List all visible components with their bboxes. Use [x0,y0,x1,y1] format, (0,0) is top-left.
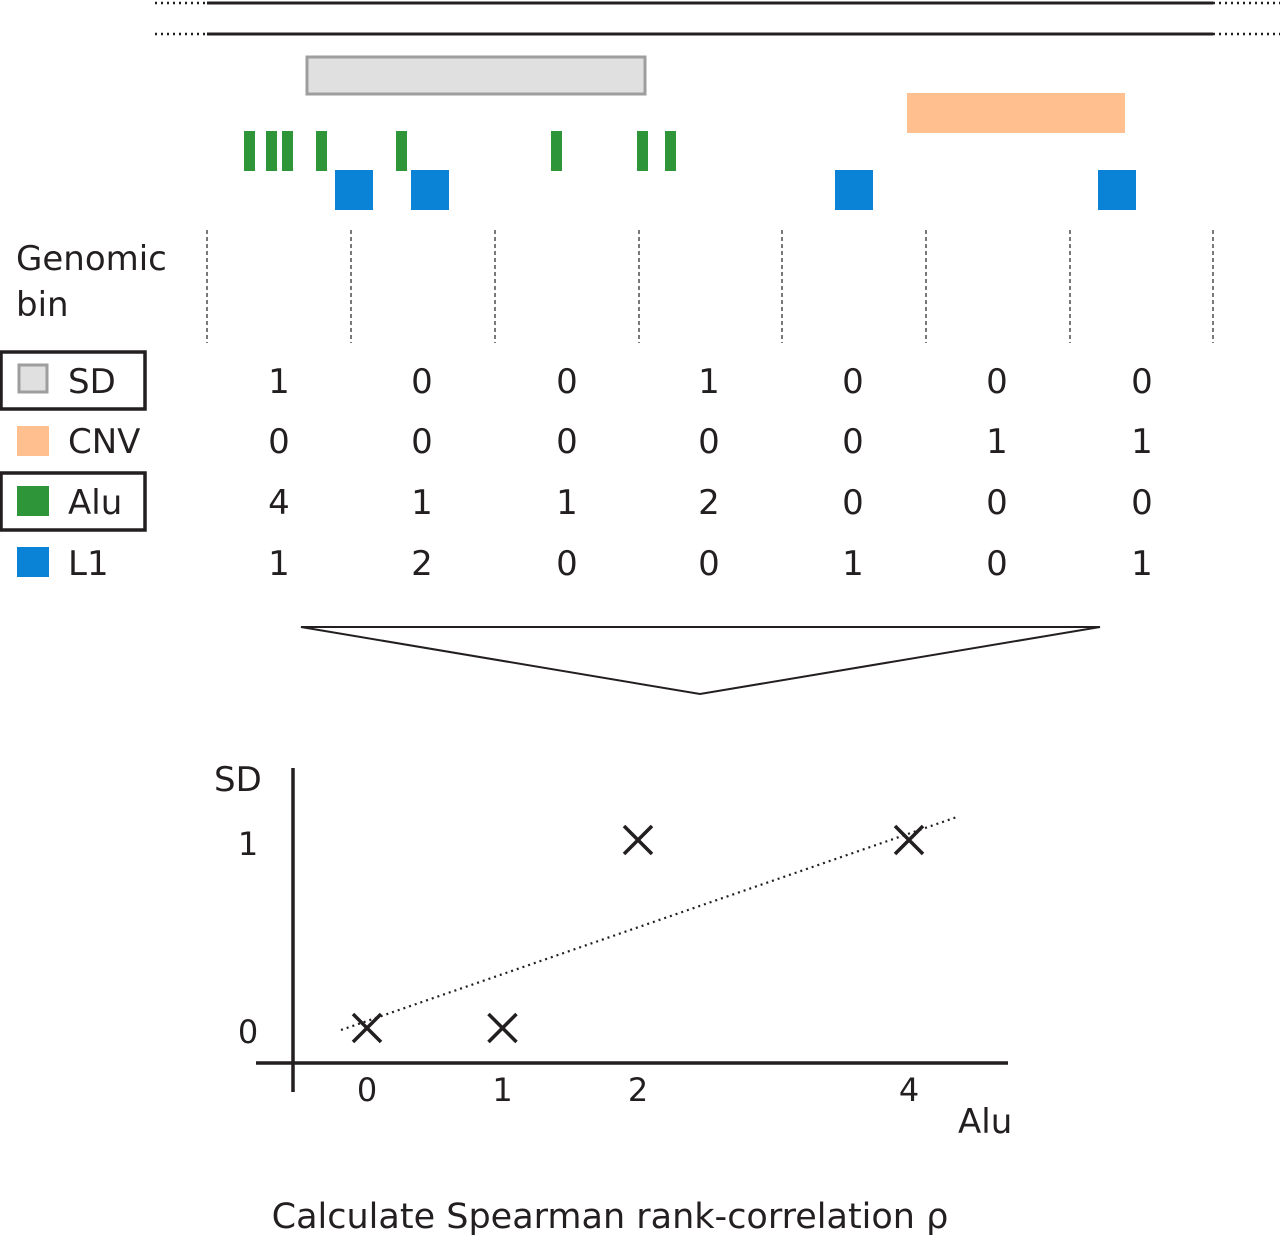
x-tick-label: 1 [492,1071,512,1109]
count-sd-bin-3: 0 [556,362,578,402]
count-l1-bin-4: 0 [698,544,720,584]
alu-swatch [17,486,49,516]
l1-element [335,170,373,210]
legend-label-sd: SD [68,362,116,402]
count-alu-bin-3: 1 [556,483,578,523]
legend-row-l1: L1 [17,544,109,584]
cnv-swatch [17,426,49,456]
count-sd-bin-7: 0 [1131,362,1153,402]
alu-element [266,131,277,171]
alu-elements [244,131,676,171]
l1-elements [335,170,1136,210]
alu-element [551,131,562,171]
count-table: 1 0 0 1 0 0 0 0 0 0 0 0 1 1 4 1 1 2 0 0 0 1 2 0 0 1 0 1 [268,362,1153,584]
count-sd-bin-6: 0 [986,362,1008,402]
legend-label-cnv: CNV [68,422,140,462]
count-l1-bin-3: 0 [556,544,578,584]
count-sd-bin-2: 0 [411,362,433,402]
legend-row-sd: SD [0,350,147,411]
count-cnv-bin-5: 0 [842,422,864,462]
count-alu-bin-7: 0 [1131,483,1153,523]
selection-funnel [300,626,1101,696]
y-tick-label: 0 [238,1013,258,1051]
chromosome-track [155,1,1280,36]
count-sd-bin-4: 1 [698,362,720,402]
l1-element [411,170,449,210]
sd-region [305,55,647,96]
l1-element [835,170,873,210]
trend-line [340,815,958,1032]
x-axis-label: Alu [958,1102,1012,1142]
alu-element [396,131,407,171]
alu-element [282,131,293,171]
alu-element [665,131,676,171]
legend-label-alu: Alu [68,483,122,523]
count-l1-bin-5: 1 [842,544,864,584]
alu-element [244,131,255,171]
count-sd-bin-5: 0 [842,362,864,402]
y-axis-label: SD [214,760,262,800]
count-sd-bin-1: 1 [268,362,290,402]
legend-row-alu: Alu [0,471,147,532]
bin-dividers [206,230,1214,343]
selected-row-frame [0,471,147,532]
count-l1-bin-6: 0 [986,544,1008,584]
data-point-cross [351,1012,383,1044]
x-tick-labels: 0 1 2 4 [357,1071,919,1109]
count-alu-bin-1: 4 [268,483,290,523]
l1-element [1098,170,1136,210]
count-l1-bin-7: 1 [1131,544,1153,584]
count-l1-bin-2: 2 [411,544,433,584]
legend-row-cnv: CNV [17,422,140,462]
count-alu-bin-2: 1 [411,483,433,523]
count-alu-bin-4: 2 [698,483,720,523]
y-tick-label: 1 [238,825,258,863]
data-points [351,824,925,1044]
data-point-cross [622,824,654,856]
genomic-bin-label-line2: bin [16,285,69,325]
count-l1-bin-1: 1 [268,544,290,584]
x-tick-label: 2 [628,1071,648,1109]
y-tick-labels: 01 [238,825,258,1051]
caption: Calculate Spearman rank-correlation ρ [272,1197,949,1237]
count-cnv-bin-2: 0 [411,422,433,462]
count-alu-bin-6: 0 [986,483,1008,523]
genomic-bin-label-line1: Genomic [16,239,167,279]
cnv-region [907,93,1125,133]
alu-element [316,131,327,171]
legend-label-l1: L1 [68,544,109,584]
data-point-cross [487,1012,518,1044]
data-point-cross [893,824,925,856]
count-cnv-bin-7: 1 [1131,422,1153,462]
selected-row-frame [0,350,147,411]
l1-swatch [17,547,49,577]
x-tick-label: 0 [357,1071,377,1109]
x-tick-label: 4 [899,1071,919,1109]
sd-swatch [17,363,49,394]
count-alu-bin-5: 0 [842,483,864,523]
count-cnv-bin-6: 1 [986,422,1008,462]
count-cnv-bin-1: 0 [268,422,290,462]
count-cnv-bin-4: 0 [698,422,720,462]
count-cnv-bin-3: 0 [556,422,578,462]
alu-element [637,131,648,171]
